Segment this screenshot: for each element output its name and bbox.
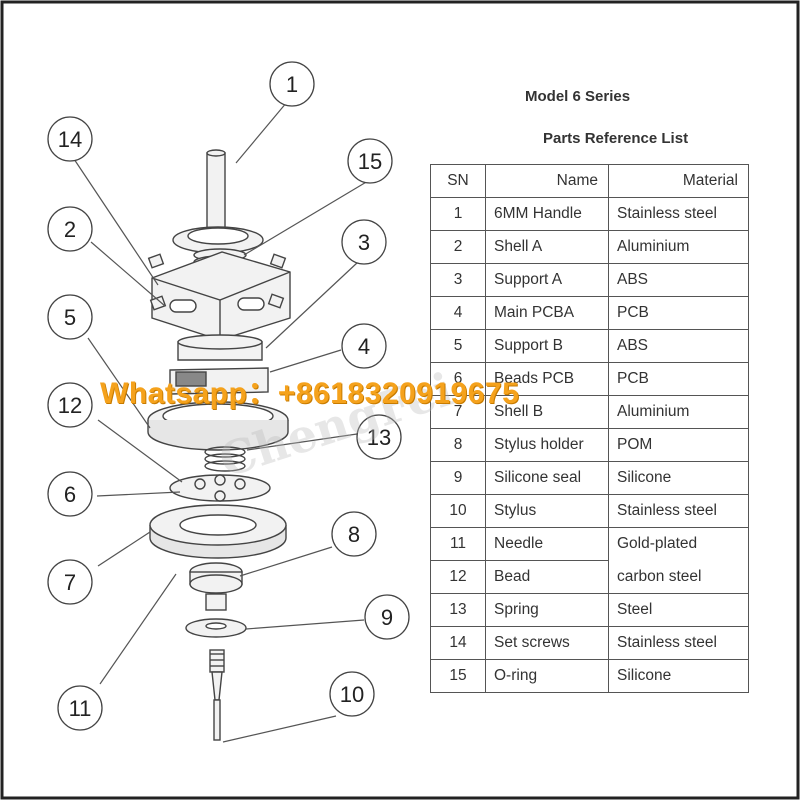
callout-13: 13 <box>367 425 391 450</box>
cell-name: O-ring <box>485 659 609 693</box>
cell-sn: 4 <box>430 296 486 330</box>
cell-name: Shell B <box>485 395 609 429</box>
diagram-title: Model 6 Series <box>525 88 631 105</box>
cell-material: carbon steel <box>608 560 749 594</box>
cell-sn: 9 <box>430 461 486 495</box>
cell-material: Aluminium <box>608 395 749 429</box>
cell-sn: 10 <box>430 494 486 528</box>
callout-4: 4 <box>358 334 370 359</box>
cell-material: Stainless steel <box>608 626 749 660</box>
cell-material: Aluminium <box>608 230 749 264</box>
cell-sn: 8 <box>430 428 486 462</box>
cell-sn: 5 <box>430 329 486 363</box>
cell-sn: 1 <box>430 197 486 231</box>
part-handle <box>206 149 226 229</box>
part-main-pcba <box>169 367 269 395</box>
cell-sn: 3 <box>430 263 486 297</box>
cell-sn: 2 <box>430 230 486 264</box>
cell-name: Spring <box>485 593 609 627</box>
callout-14: 14 <box>58 127 82 152</box>
cell-name: Needle <box>485 527 609 561</box>
cell-material: POM <box>608 428 749 462</box>
callout-15: 15 <box>358 149 382 174</box>
part-support-a <box>177 334 263 361</box>
cell-name: 6MM Handle <box>485 197 609 231</box>
part-spring <box>204 446 246 472</box>
part-support-b <box>147 401 289 451</box>
cell-material: Stainless steel <box>608 197 749 231</box>
part-shell-b <box>149 504 287 559</box>
cell-name: Silicone seal <box>485 461 609 495</box>
cell-sn: 11 <box>430 527 486 561</box>
part-silicone-seal <box>185 618 247 638</box>
cell-name: Stylus <box>485 494 609 528</box>
cell-sn: 12 <box>430 560 486 594</box>
cell-name: Support B <box>485 329 609 363</box>
callout-3: 3 <box>358 230 370 255</box>
cell-sn: 13 <box>430 593 486 627</box>
callout-5: 5 <box>64 305 76 330</box>
cell-name: Bead <box>485 560 609 594</box>
callout-10: 10 <box>340 682 364 707</box>
cell-name: Stylus holder <box>485 428 609 462</box>
cell-sn: 15 <box>430 659 486 693</box>
part-shell-a <box>151 251 291 341</box>
cell-material: PCB <box>608 362 749 396</box>
header-name: Name <box>485 164 609 198</box>
callout-12: 12 <box>58 393 82 418</box>
cell-material: ABS <box>608 329 749 363</box>
part-stylus-holder <box>189 562 243 611</box>
callout-1: 1 <box>286 72 298 97</box>
part-stylus <box>209 649 225 741</box>
cell-material: PCB <box>608 296 749 330</box>
callout-8: 8 <box>348 522 360 547</box>
header-material: Material <box>608 164 749 198</box>
callout-7: 7 <box>64 570 76 595</box>
cell-sn: 14 <box>430 626 486 660</box>
diagram-subtitle: Parts Reference List <box>543 130 689 147</box>
part-set-screws <box>147 253 287 311</box>
whatsapp-watermark: Whatsapp：+8618320919675 <box>100 377 520 410</box>
part-beads-pcb <box>169 474 271 502</box>
cell-material: Gold-plated <box>608 527 749 561</box>
callout-9: 9 <box>381 605 393 630</box>
header-sn: SN <box>430 164 486 198</box>
cell-material: Silicone <box>608 659 749 693</box>
callout-2: 2 <box>64 217 76 242</box>
cell-name: Main PCBA <box>485 296 609 330</box>
table-header-row: SN Name Material <box>430 164 749 198</box>
callout-6: 6 <box>64 482 76 507</box>
cell-material: ABS <box>608 263 749 297</box>
cell-sn: 6 <box>430 362 486 396</box>
cell-material: Stainless steel <box>608 494 749 528</box>
cell-name: Shell A <box>485 230 609 264</box>
cell-name: Set screws <box>485 626 609 660</box>
cell-material: Silicone <box>608 461 749 495</box>
cell-material: Steel <box>608 593 749 627</box>
callout-11: 11 <box>69 696 92 721</box>
cell-name: Support A <box>485 263 609 297</box>
